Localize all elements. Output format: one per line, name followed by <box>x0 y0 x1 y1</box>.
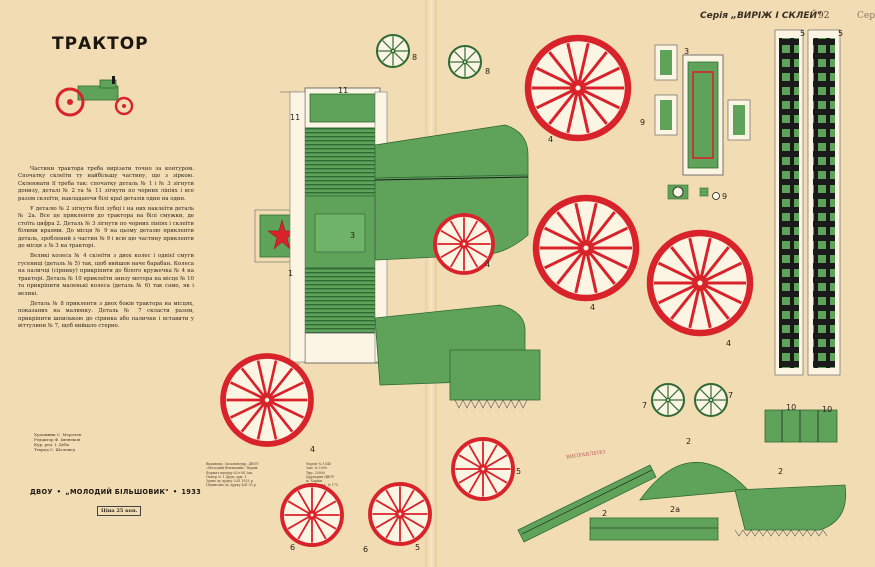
credit-line: Кур. ред. І. Деба <box>34 442 70 447</box>
imprint-line: Зам. № 1000 <box>306 466 328 471</box>
imprint-line: Папер № 1 Друк. арк. 1 <box>206 474 247 479</box>
instruction-paragraph: У деталю № 2 зігнути білі зубці і на них… <box>18 206 194 250</box>
publisher-year: 1933 <box>181 488 201 496</box>
wheel-hub-hole <box>392 50 394 52</box>
imprint-line: м. Харків <box>306 479 323 484</box>
front-wheel-red <box>451 437 515 501</box>
publisher-line: ДВОУ•„МОЛОДИЙ БІЛЬШОВИК"•1933 <box>30 488 201 496</box>
part-number-label: 4 <box>590 303 595 312</box>
part-number-label: 6 <box>290 543 295 552</box>
track-strips <box>774 29 841 376</box>
part-number-label: 5 <box>838 29 843 38</box>
front-wheel-red <box>368 482 432 546</box>
part-number-label: 8 <box>485 67 490 76</box>
wheel-hub-hole <box>310 513 314 517</box>
front-wheel-red <box>433 213 495 275</box>
small-wheel-green <box>375 33 411 69</box>
imprint-line: Укрліт № 1540 <box>306 462 332 466</box>
steering-wheel-green <box>693 382 729 418</box>
cab-parts <box>654 44 751 200</box>
fender-parts <box>639 461 847 537</box>
credit-line: Техред С. Шолонед <box>34 447 75 452</box>
wheel-hub-hole <box>464 61 466 63</box>
part-number-label: 3 <box>350 231 355 240</box>
part-number-label: 5 <box>415 543 420 552</box>
part-labels: 11 11 3 1 8 8 4 4 4 4 4 5 3 9 9 10 7 7 6… <box>288 29 843 554</box>
part-number-label: 11 <box>290 113 300 122</box>
part-number-label: 10 <box>786 403 796 412</box>
instructions-text: Частини трактора треба вирізати точно за… <box>18 166 194 334</box>
front-wheel-red <box>280 483 344 547</box>
belt-strips <box>517 464 719 543</box>
part-number-label: 10 <box>822 405 832 414</box>
imprint-line: Здано до друку 20/I 1933 р. <box>206 479 254 484</box>
credit-line: Художник С. Моролєв <box>34 432 81 437</box>
wheel-hub-hole <box>710 399 712 401</box>
credits: Художник С. Моролєв Редактор Ф. Іменеков… <box>34 432 81 452</box>
part-number-label: 5 <box>516 467 521 476</box>
wheel-hub-hole <box>697 280 703 286</box>
rear-wheel-red <box>524 34 632 142</box>
instruction-paragraph: Частини трактора треба вирізати точно за… <box>18 166 194 202</box>
wheel-hub-hole <box>667 399 669 401</box>
part-number-label: 4 <box>310 445 315 454</box>
part-number-label: 9 <box>640 118 645 127</box>
part-number-label: 4 <box>485 260 490 269</box>
part-number-label: 6 <box>363 545 368 554</box>
series-number: 92 <box>818 11 830 21</box>
part-number-label: 5 <box>800 29 805 38</box>
wheel-hub-hole <box>583 245 589 251</box>
imprint-line: Друкарня ДВОУ <box>306 474 335 479</box>
imprint-line: Підписано до друку 4/II 33 р. <box>206 483 257 488</box>
publisher-name: ДВОУ <box>30 488 53 496</box>
publisher-name-2: „МОЛОДИЙ БІЛЬШОВИК" <box>65 488 169 496</box>
radiator-part <box>764 409 838 443</box>
page-title: ТРАКТОР <box>52 34 149 54</box>
wheel-hub-hole <box>462 242 466 246</box>
rear-wheel-red <box>532 194 640 302</box>
part-number-label: 1 <box>288 269 293 278</box>
small-wheel-green <box>447 44 483 80</box>
part-number-label: 11 <box>338 86 348 95</box>
wheel-hub-hole <box>264 397 270 403</box>
imprint-line: Формат паперу 62×94 Зак. <box>206 470 253 475</box>
wheel-layer <box>220 33 754 547</box>
part-number-label: 2 <box>602 509 607 518</box>
rear-wheel-red <box>646 229 754 337</box>
wheel-hub-hole <box>398 512 402 516</box>
part-number-label: 3 <box>684 47 689 56</box>
series-label-cut: Сер <box>857 11 875 21</box>
tractor-body-net <box>254 87 388 365</box>
credit-line: Редактор Ф. Іменеков <box>34 437 80 442</box>
instruction-paragraph: Деталь № 8 прикленти з двох боків тракто… <box>18 300 194 330</box>
part-number-label: 4 <box>548 135 553 144</box>
part-number-label: 4 <box>726 339 731 348</box>
imprint-block: Видавець: Загальноукр. ДВОУ «Молодий біл… <box>206 462 304 488</box>
price-box: Ціна 25 коп. <box>97 506 142 516</box>
series-label: Серія „ВИРІЖ І СКЛЕЙ" <box>700 11 822 21</box>
part-number-label: 2 <box>686 437 691 446</box>
rear-wheel-red <box>220 353 314 447</box>
instruction-paragraph: Великі колеса № 4 склеїти з двох колес і… <box>18 253 194 297</box>
imprint-line: «Молодий більшовик» Тираж <box>206 466 258 471</box>
steering-wheel-green <box>650 382 686 418</box>
part-number-label: 2a <box>670 505 680 514</box>
part-number-label: 7 <box>642 401 647 410</box>
part-number-label: 7 <box>728 391 733 400</box>
part-number-label: 2 <box>778 467 783 476</box>
tractor-preview-illustration <box>55 76 134 117</box>
part-number-label: 9 <box>722 192 727 201</box>
part-number-label: 8 <box>412 53 417 62</box>
imprint-line: Тир. 25000 <box>306 470 326 475</box>
wheel-hub-hole <box>575 85 581 91</box>
wheel-hub-hole <box>481 467 485 471</box>
imprint-line: Видавець: Загальноукр. ДВОУ <box>206 462 259 466</box>
